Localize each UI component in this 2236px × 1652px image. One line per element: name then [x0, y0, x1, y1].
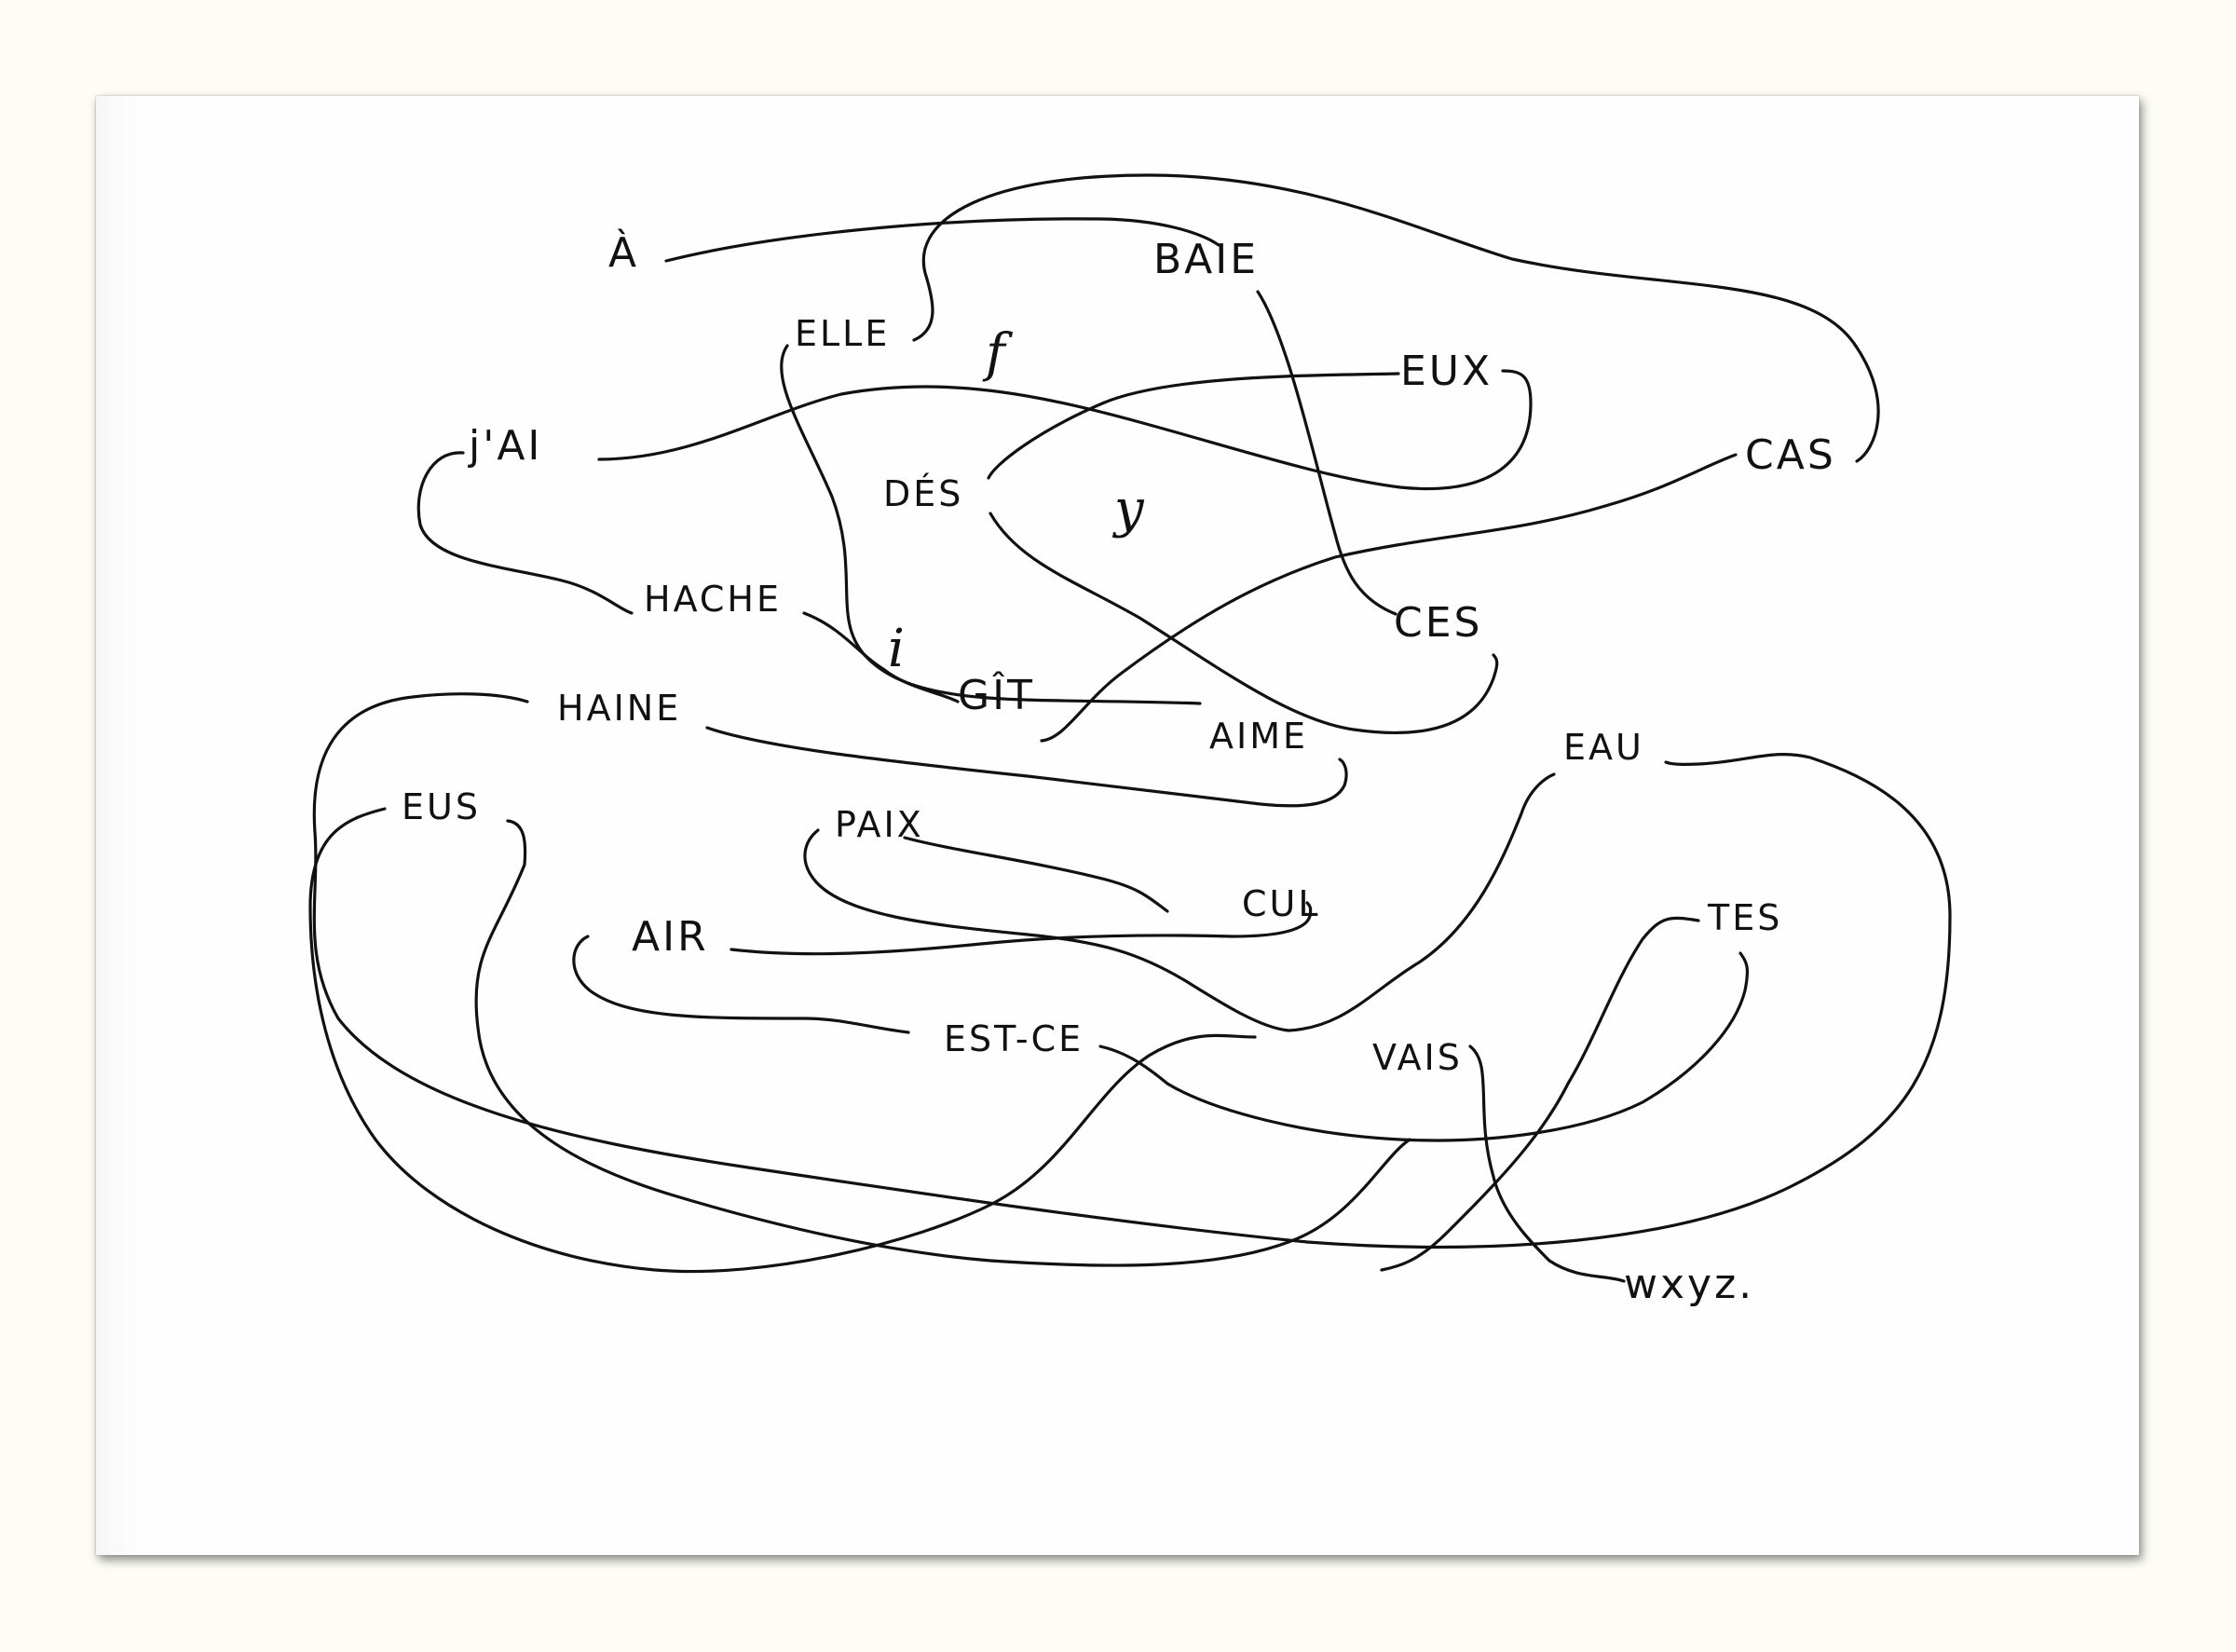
word-wxyz: wxyz. [1624, 1261, 1754, 1308]
word-labels: À BAIE ELLE f EUX j'AI DÉS y CAS HACHE C… [402, 227, 1836, 1308]
word-i: i [888, 619, 905, 679]
line-eus-vais [308, 807, 1257, 1274]
line-eus-loop [474, 819, 1411, 1267]
paper-sheet: À BAIE ELLE f EUX j'AI DÉS y CAS HACHE C… [96, 96, 2139, 1555]
word-hache: HACHE [644, 579, 782, 620]
word-jai: j'AI [468, 422, 542, 470]
line-eux-des [987, 372, 1400, 480]
line-baie-ces [1256, 290, 1398, 616]
word-des: DÉS [883, 473, 963, 514]
word-eux: EUX [1400, 348, 1493, 395]
line-paix-loop [803, 772, 1556, 1032]
word-estce: EST-CE [944, 1018, 1084, 1059]
line-jai-eux [597, 369, 1533, 491]
word-vais: VAIS [1372, 1037, 1463, 1078]
word-y: y [1111, 479, 1145, 539]
word-tes: TES [1707, 897, 1782, 938]
line-git-cas [1040, 453, 1738, 743]
line-haine-big-loop-eau [312, 692, 1952, 1249]
word-cul: CUL [1242, 883, 1321, 924]
word-f: f [982, 323, 1014, 384]
word-haine: HAINE [557, 688, 681, 729]
line-vais-wxyz [1468, 1044, 1626, 1283]
line-air-estce [572, 935, 910, 1034]
word-map-drawing: À BAIE ELLE f EUX j'AI DÉS y CAS HACHE C… [308, 173, 1952, 1308]
word-ces: CES [1394, 599, 1482, 647]
line-elle-big-loop-cas [912, 173, 1880, 463]
connecting-lines [308, 173, 1952, 1283]
line-a-baie [664, 217, 1220, 263]
line-paix-cul [903, 836, 1169, 913]
word-git: GÎT [958, 670, 1035, 719]
word-eus: EUS [402, 786, 481, 827]
line-elle-aime [780, 344, 1202, 705]
word-eau: EAU [1563, 727, 1644, 768]
word-a: À [608, 227, 639, 277]
word-baie: BAIE [1153, 236, 1259, 283]
line-estce-tes [1098, 951, 1750, 1142]
line-air-cul [729, 901, 1313, 956]
word-cas: CAS [1745, 431, 1836, 479]
word-paix: PAIX [835, 804, 924, 845]
word-aime: AIME [1209, 716, 1308, 757]
line-des-ces [988, 512, 1499, 735]
word-air: AIR [632, 913, 709, 961]
line-jai-hache [416, 451, 634, 615]
line-haine-aime [705, 726, 1348, 808]
word-elle: ELLE [795, 313, 890, 354]
line-hache-git [802, 611, 960, 703]
line-tes-vais [1380, 916, 1700, 1272]
